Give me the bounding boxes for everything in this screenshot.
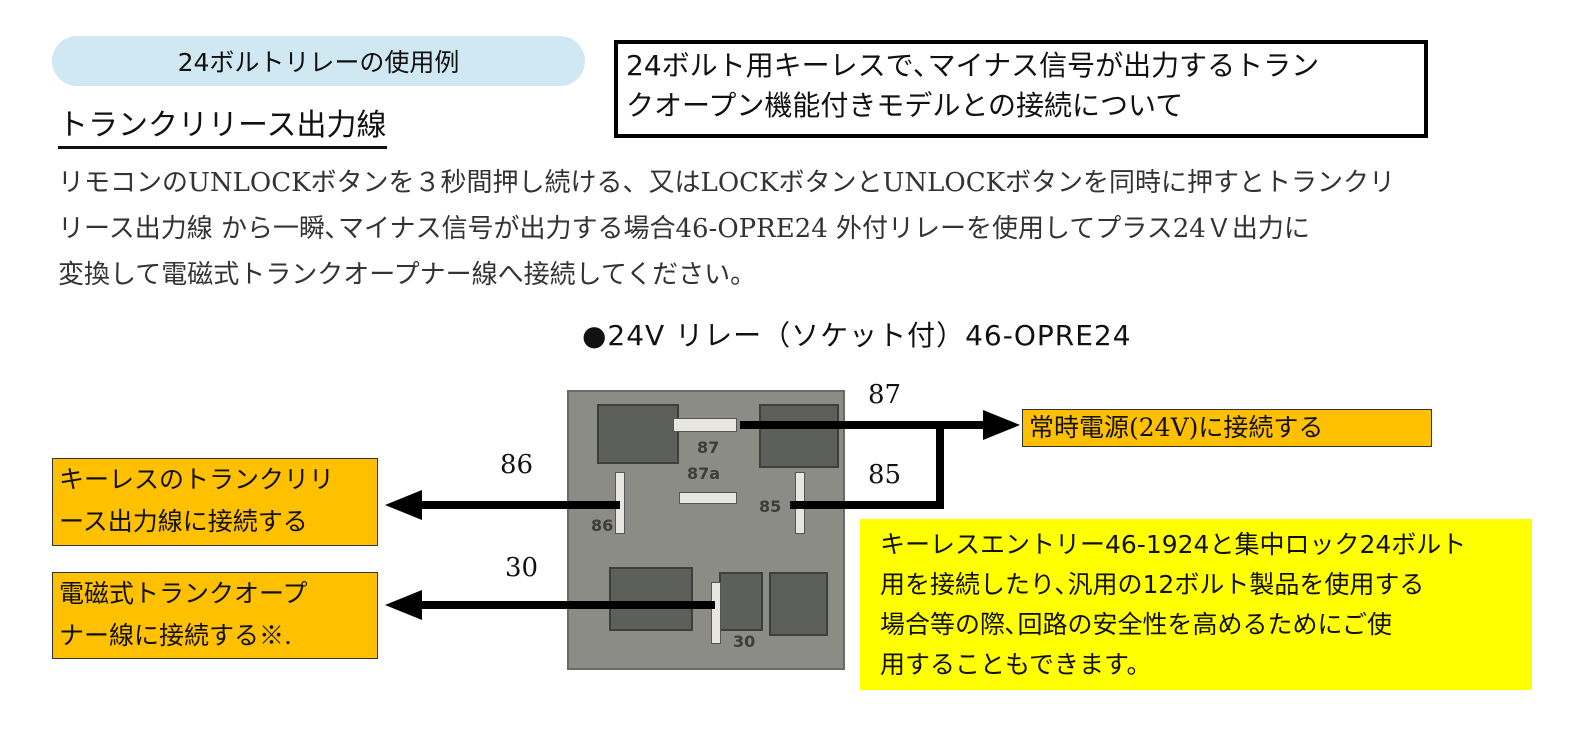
- relay-socket-slot: [719, 572, 763, 631]
- relay-stamp: 86: [591, 516, 614, 535]
- page-heading: トランクリリース出力線: [58, 100, 387, 149]
- relay-stamp: 30: [733, 632, 756, 651]
- relay-photo: 87 87a 85 86 30: [567, 390, 845, 670]
- description-line: リース出力線 から一瞬､マイナス信号が出力する場合46-OPRE24 外付リレー…: [58, 214, 1310, 244]
- label-line: ナー線に接続する※.: [59, 621, 292, 650]
- description-line: 変換して電磁式トランクオープナー線へ接続してください。: [58, 260, 757, 290]
- arrowhead-icon: [385, 490, 422, 520]
- label-line: 電磁式トランクオープ: [59, 579, 308, 608]
- relay-pin-87a: [679, 492, 737, 504]
- wire-30: [385, 590, 715, 620]
- wire-87: [740, 410, 1020, 440]
- label-line: ース出力線に接続する: [59, 507, 308, 536]
- relay-stamp: 87: [697, 438, 720, 457]
- usage-note: キーレスエントリー46-1924と集中ロック24ボルト 用を接続したり､汎用の1…: [860, 519, 1532, 690]
- relay-title: ●24V リレー（ソケット付）46-OPRE24: [582, 319, 1132, 352]
- note-line: 用することもできます。: [880, 650, 1152, 679]
- section-label: 24ボルトリレーの使用例: [52, 36, 585, 86]
- relay-pin-87: [673, 418, 737, 432]
- pin-label-85: 85: [868, 460, 902, 490]
- notice-box: 24ボルト用キーレスで､マイナス信号が出力するトラン クオープン機能付きモデルと…: [614, 40, 1428, 138]
- keyless-trunk-label: キーレスのトランクリリ ース出力線に接続する: [52, 458, 378, 546]
- relay-socket-slot: [609, 567, 693, 631]
- constant-power-label: 常時電源(24V)に接続する: [1022, 409, 1432, 447]
- section-label-text: 24ボルトリレーの使用例: [177, 48, 460, 77]
- relay-stamp: 85: [759, 497, 782, 516]
- wire-85: [790, 425, 944, 509]
- pin-label-86: 86: [500, 450, 534, 480]
- relay-pin-30: [711, 582, 721, 644]
- description-line: リモコンのUNLOCKボタンを３秒間押し続ける、又はLOCKボタンとUNLOCK…: [58, 168, 1396, 198]
- relay-socket-slot: [597, 404, 679, 464]
- note-line: 場合等の際､回路の安全性を高めるためにご使: [880, 610, 1393, 639]
- pin-label-87: 87: [868, 380, 902, 410]
- description: リモコンのUNLOCKボタンを３秒間押し続ける、又はLOCKボタンとUNLOCK…: [58, 160, 1538, 298]
- note-line: 用を接続したり､汎用の12ボルト製品を使用する: [880, 570, 1425, 599]
- notice-line: 24ボルト用キーレスで､マイナス信号が出力するトラン: [626, 49, 1320, 82]
- label-line: キーレスのトランクリリ: [59, 465, 335, 494]
- arrowhead-icon: [983, 410, 1020, 440]
- pin-label-30: 30: [505, 553, 539, 583]
- notice-line: クオープン機能付きモデルとの接続について: [626, 89, 1184, 122]
- arrowhead-icon: [385, 590, 422, 620]
- note-line: キーレスエントリー46-1924と集中ロック24ボルト: [880, 530, 1467, 559]
- trunk-opener-label: 電磁式トランクオープ ナー線に接続する※.: [52, 572, 378, 659]
- relay-stamp: 87a: [687, 464, 721, 483]
- relay-socket-slot: [759, 404, 839, 468]
- wire-86: [385, 490, 620, 520]
- relay-socket-slot: [769, 572, 828, 636]
